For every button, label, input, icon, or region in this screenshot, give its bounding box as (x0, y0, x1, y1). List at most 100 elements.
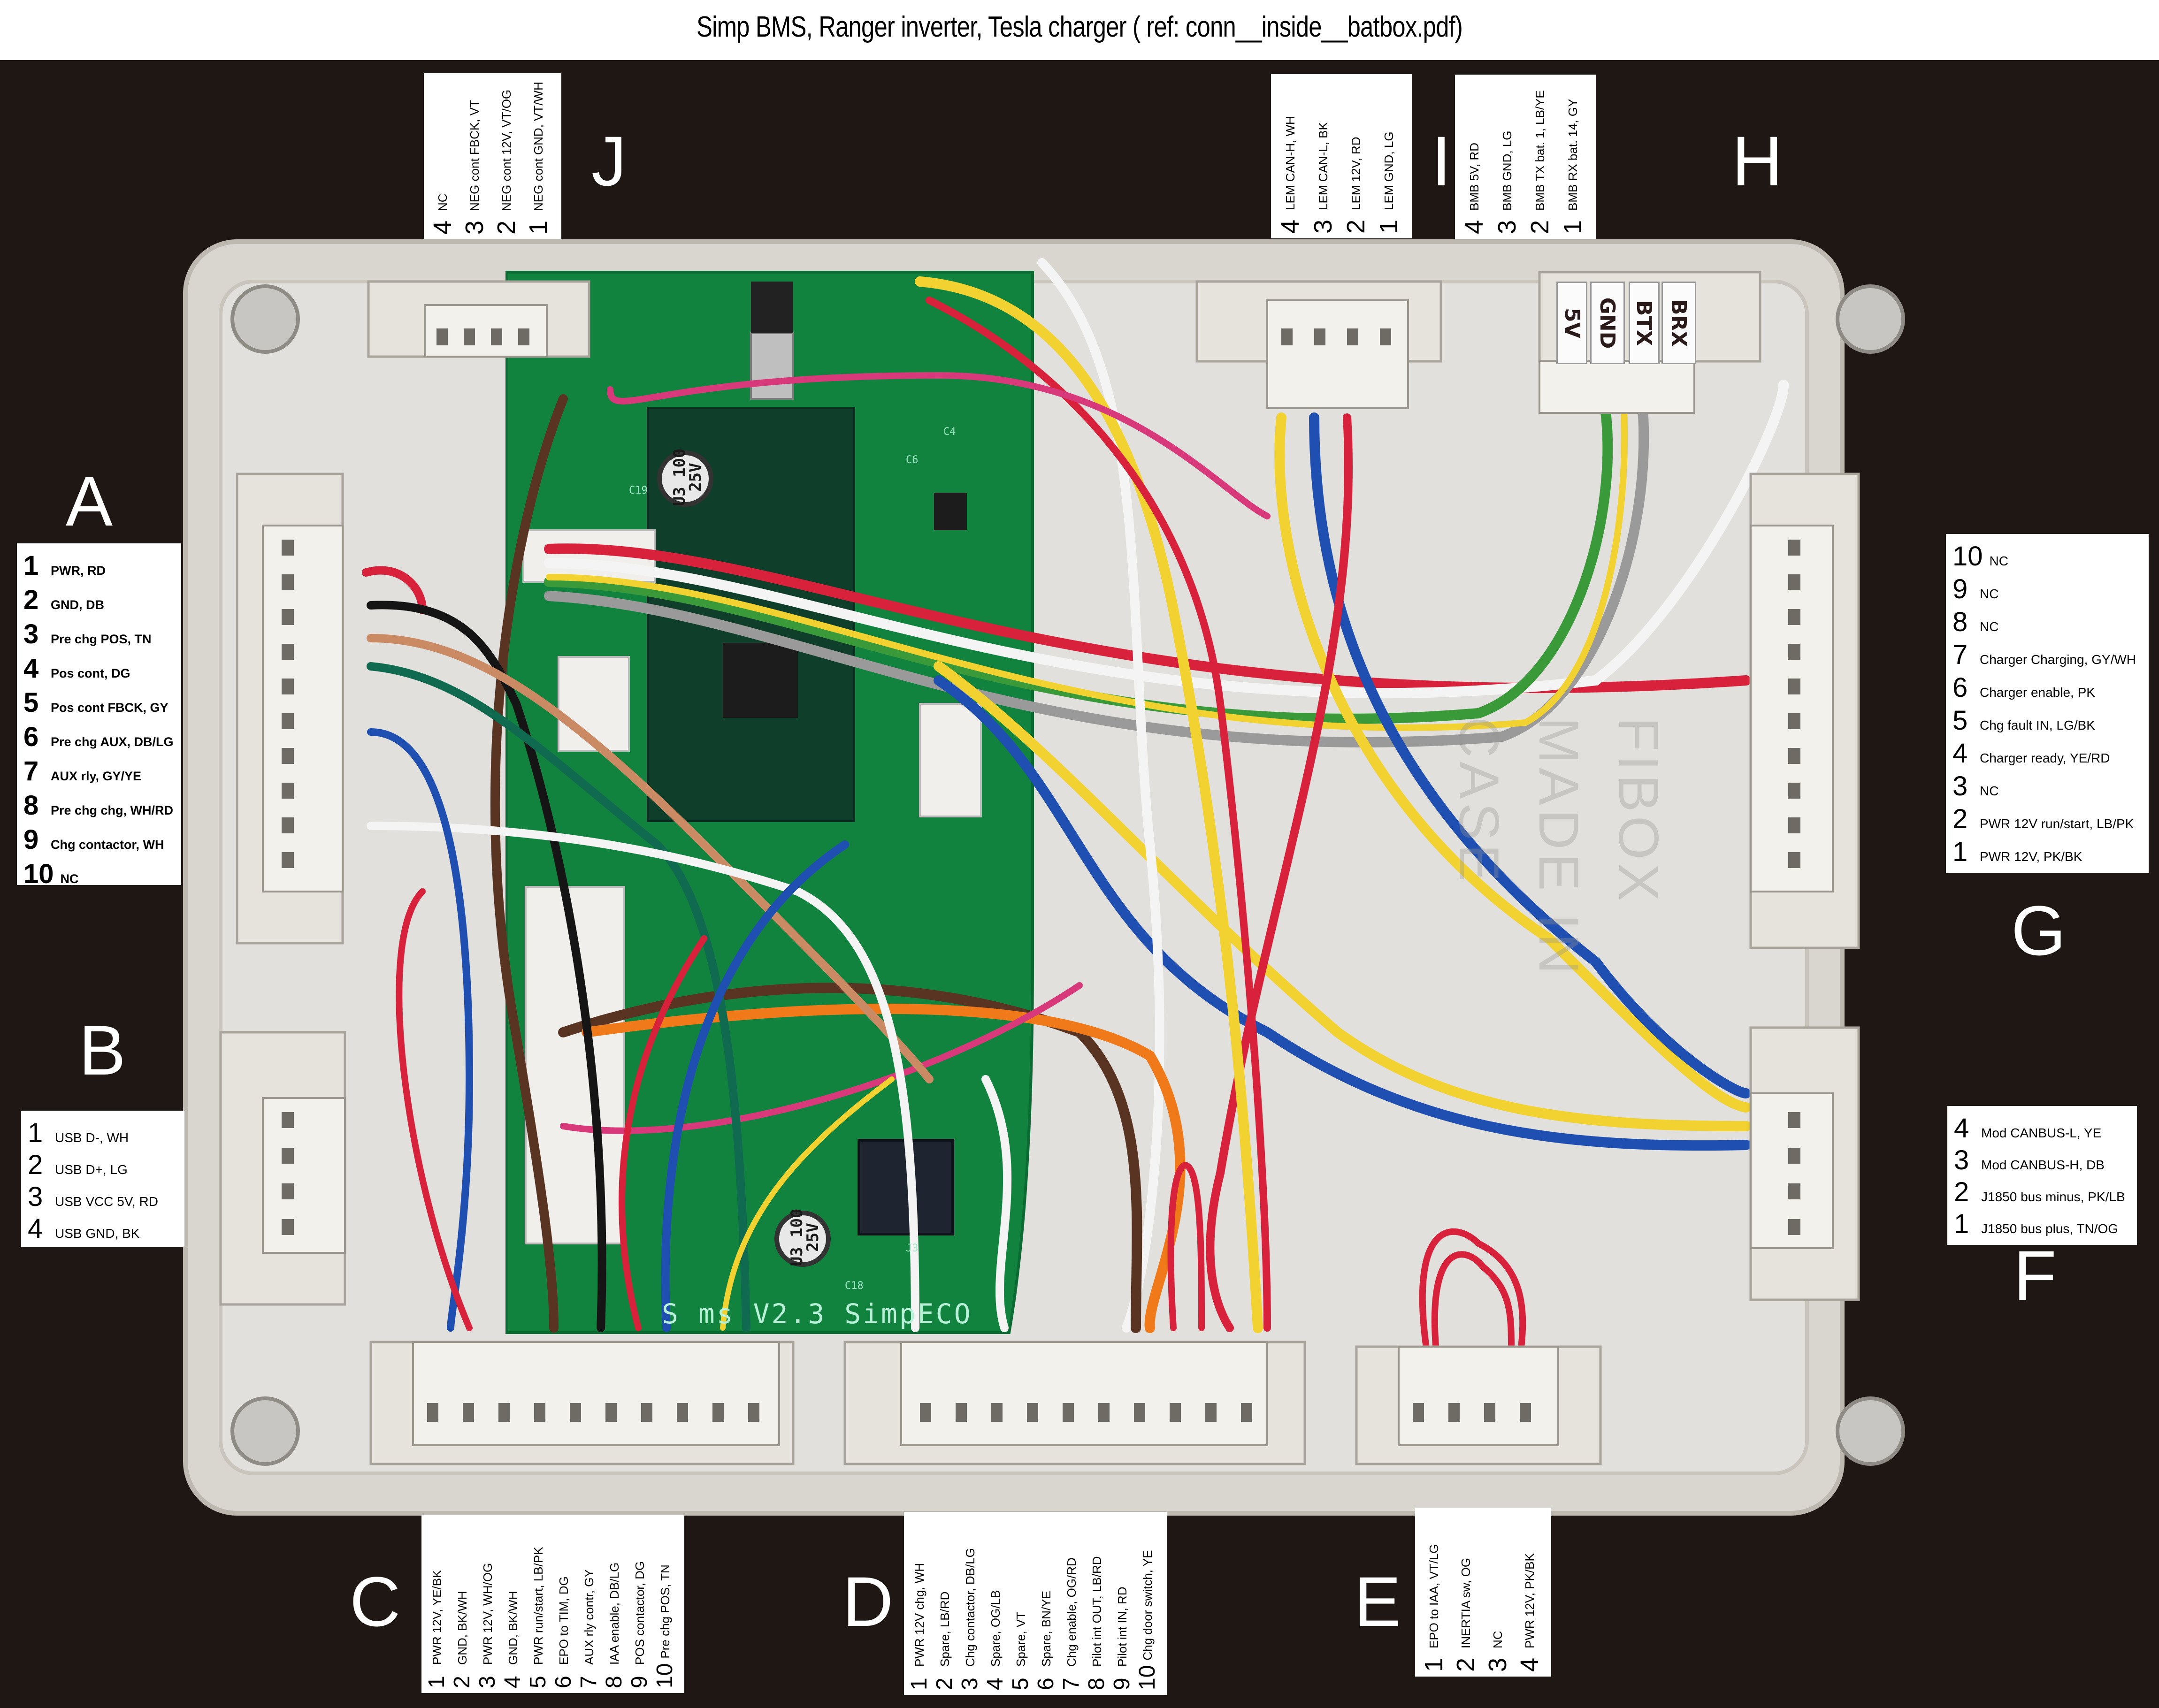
pin-number: 5 (1008, 1678, 1033, 1690)
pin-slot (1788, 1148, 1800, 1164)
pin-number: 2 (28, 1150, 43, 1180)
pin-number: 4 (1954, 1113, 1969, 1144)
connector-letter-c: C (350, 1562, 401, 1641)
wire (396, 888, 473, 1331)
pin-description: Pre chg POS, TN (51, 632, 152, 646)
pin-description: GND, BK/WH (506, 1591, 520, 1665)
pin-row: 7 Charger Charging, GY/WH (1952, 639, 2144, 672)
pin-slot (534, 1403, 545, 1422)
pin-description: IAA enable, DB/LG (607, 1562, 621, 1665)
wire (661, 840, 849, 1332)
wire (544, 403, 1613, 724)
h-tab-btx: BTX (1629, 282, 1660, 364)
connector-f-body (1749, 1026, 1860, 1301)
pin-description: Pilot int IN, RD (1115, 1586, 1129, 1667)
pin-description: AUX rly contr, GY (582, 1569, 596, 1665)
refdes-c19: C19 (629, 485, 648, 496)
pin-slot (282, 748, 294, 764)
pin-number: 3 (957, 1678, 982, 1690)
pin-description: NC (1491, 1631, 1505, 1648)
enclosure-illustration (183, 239, 1905, 1516)
pin-number: 4 (983, 1678, 1008, 1690)
connector-letter-j: J (591, 122, 627, 200)
pin-slot (282, 852, 294, 868)
pin-slot (1788, 609, 1800, 625)
pin-number: 3 (1493, 220, 1521, 234)
pin-slot (1413, 1403, 1424, 1422)
wire (934, 675, 1751, 1151)
pin-number: 2 (450, 1676, 475, 1688)
pin-description: PWR, RD (51, 564, 106, 578)
pin-number: 1 (1420, 1657, 1448, 1672)
pin-slot (1788, 783, 1800, 799)
pin-number: 2 (492, 220, 521, 235)
screw-icon (1836, 284, 1905, 354)
pin-number: 6 (551, 1676, 576, 1688)
wire (367, 601, 606, 1332)
pin-slot (605, 1403, 617, 1422)
pin-number: 4 (23, 653, 39, 684)
battery-box-photo: FIBOX MADE IN CASE S ms V2.3 SimpECO U3 … (0, 60, 2159, 1708)
pin-slot (282, 540, 294, 556)
pin-slot (491, 328, 502, 345)
pin-number: 1 (1559, 220, 1587, 234)
pin-number: 1 (424, 1676, 449, 1688)
pin-slot (427, 1403, 438, 1422)
wire (546, 405, 1628, 731)
pin-number: 7 (1952, 640, 1968, 670)
pin-description: Spare, LB/RD (938, 1591, 952, 1667)
pin-row: 9 NC (1952, 573, 2144, 606)
pin-slot (1520, 1403, 1531, 1422)
wire (490, 394, 568, 1333)
pin-number: 9 (1952, 574, 1968, 604)
pin-slot (1788, 1183, 1800, 1199)
pin-number: 6 (23, 722, 39, 752)
pin-number: 3 (475, 1676, 500, 1688)
pin-description: NC (60, 872, 79, 886)
pin-slot (1098, 1403, 1110, 1422)
screw-icon (230, 1396, 300, 1466)
pin-description: NC (1980, 784, 1999, 798)
pin-description: NC (1980, 587, 1999, 601)
pin-slot (1788, 817, 1800, 833)
refdes-c4: C4 (943, 426, 956, 438)
pin-number: 8 (1952, 607, 1968, 637)
pin-description: Chg contactor, WH (51, 838, 164, 852)
pin-number: 10 (1135, 1665, 1160, 1690)
pin-description: Charger Charging, GY/WH (1980, 652, 2136, 667)
wire (607, 372, 1271, 519)
connector-letter-d: D (842, 1562, 894, 1641)
pin-description: BMB GND, LG (1500, 130, 1514, 211)
pin-slot (1484, 1403, 1495, 1422)
pin-description: PWR 12V, PK/BK (1523, 1553, 1537, 1648)
pin-number: 5 (1952, 705, 1968, 736)
